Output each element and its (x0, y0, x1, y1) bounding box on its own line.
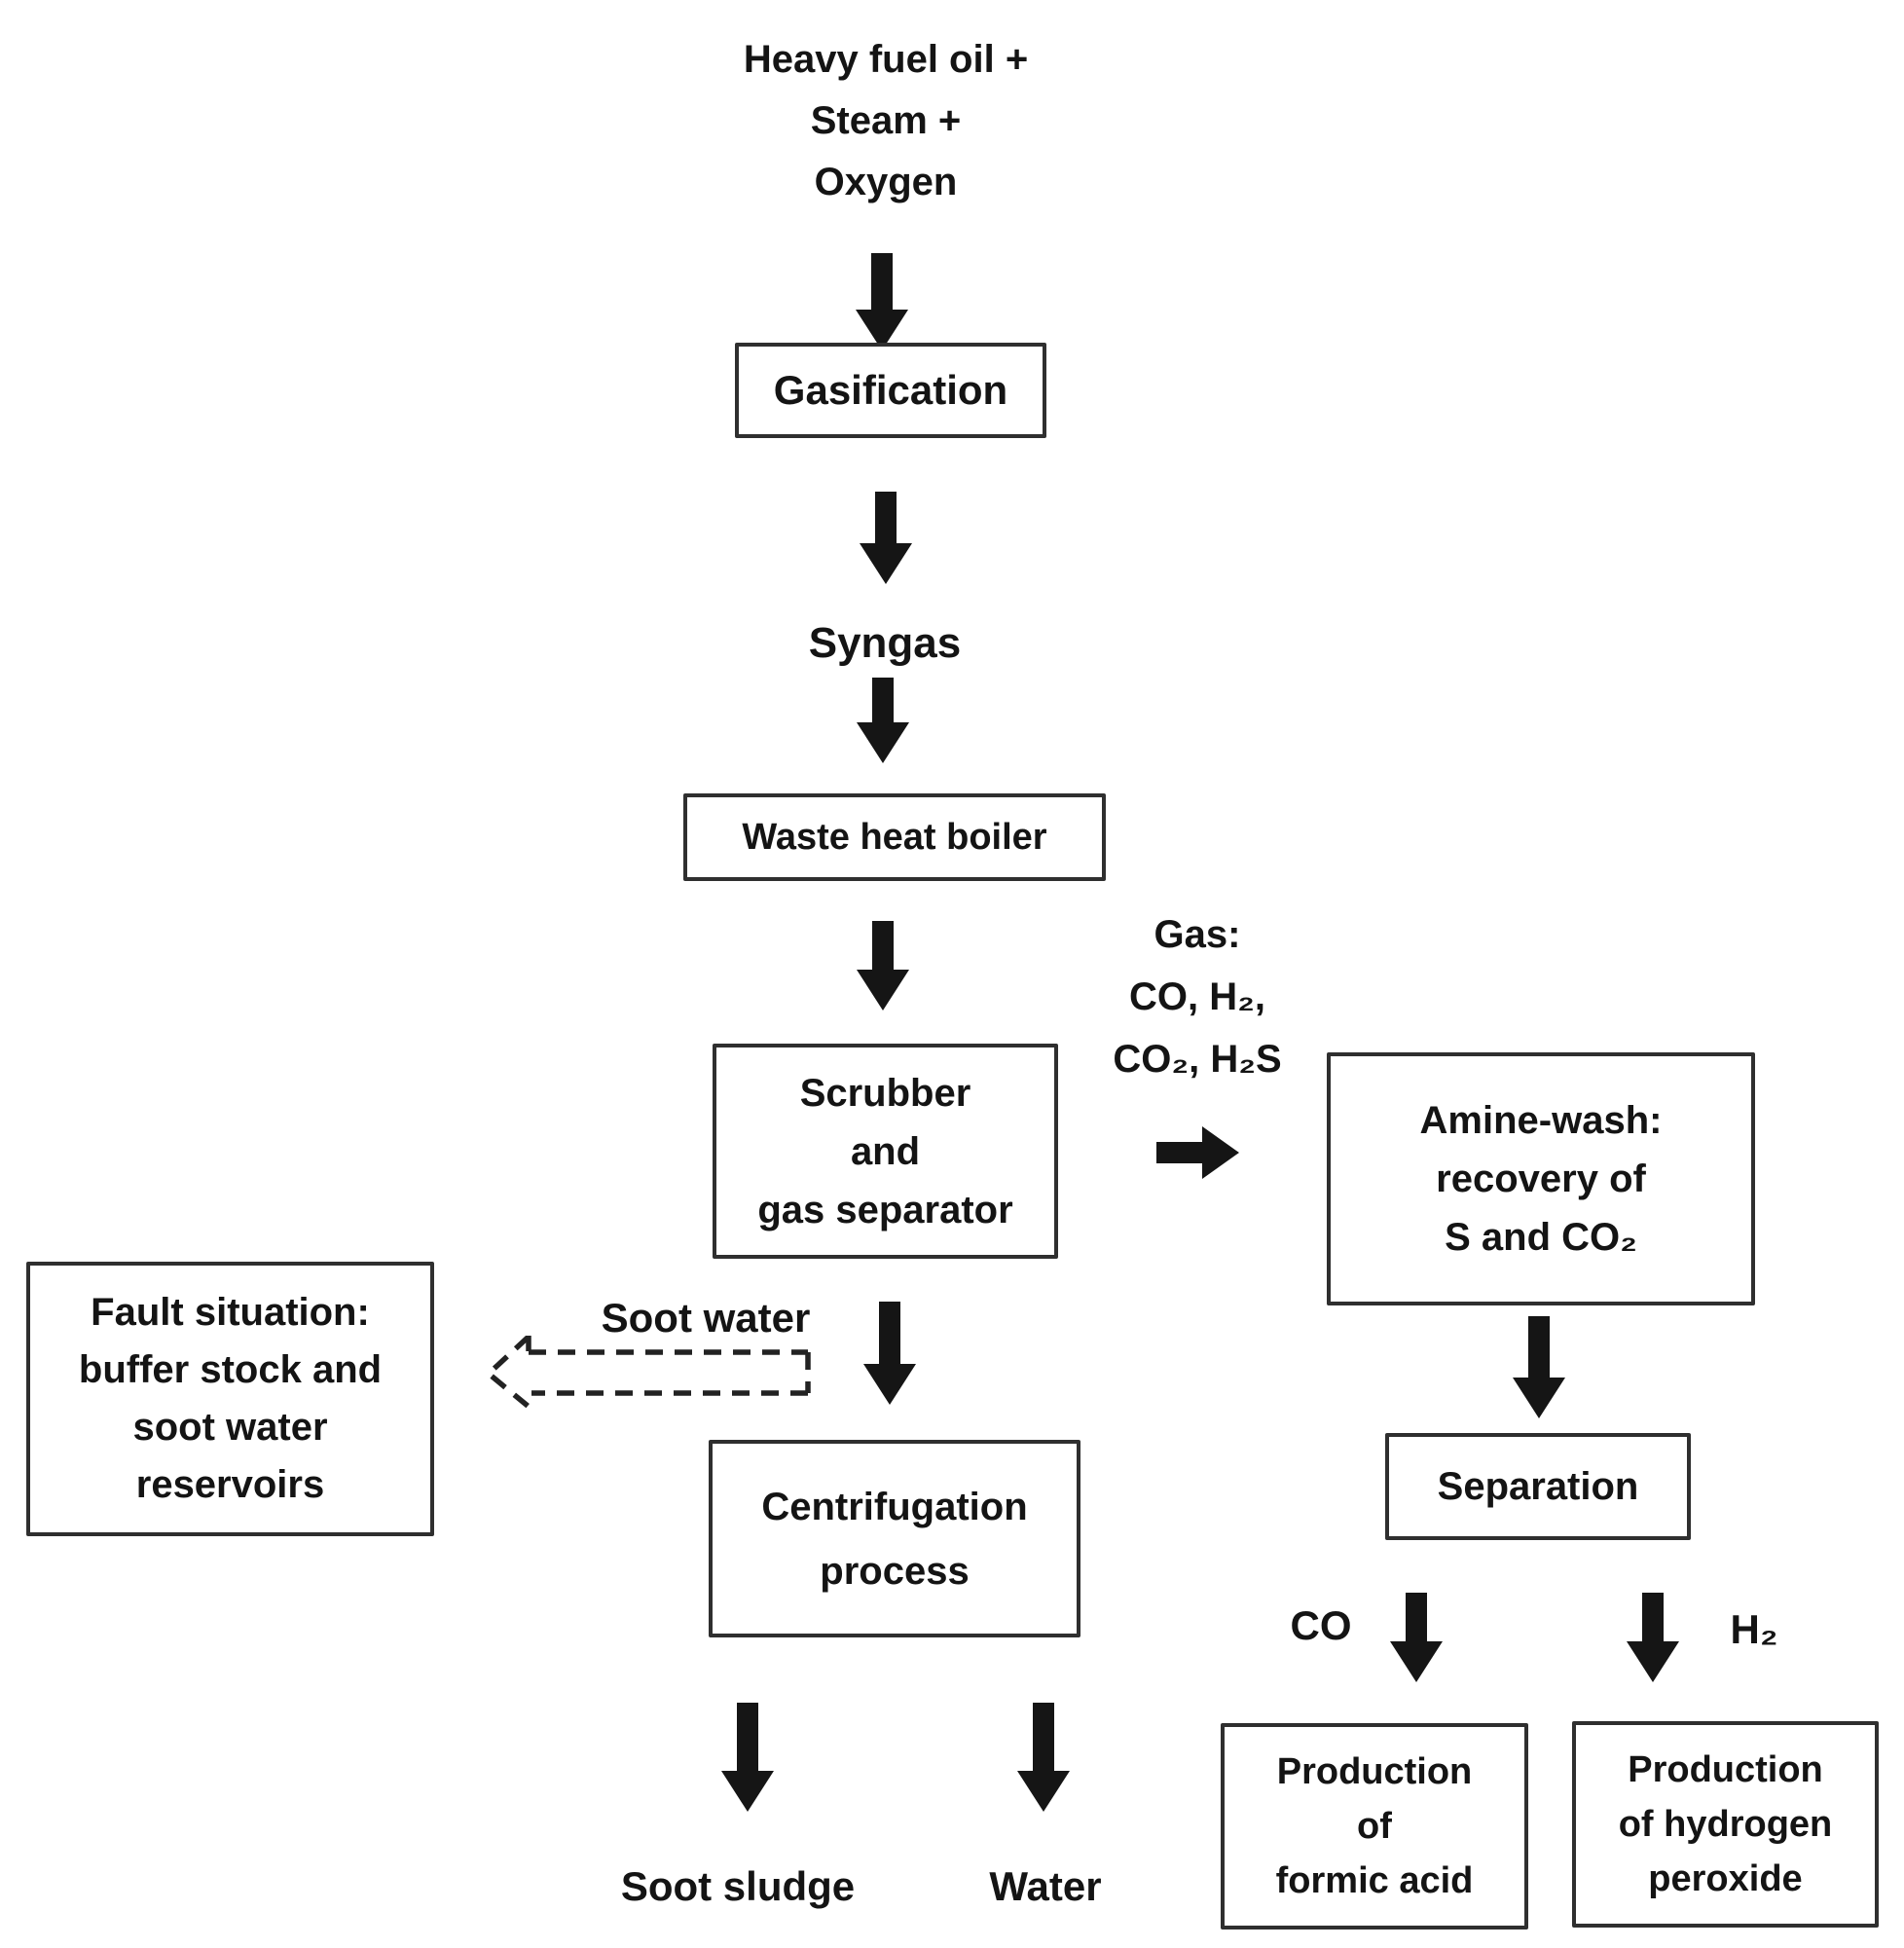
dashed-arrow-icon (485, 1336, 811, 1412)
down-arrow-icon (860, 492, 912, 584)
down-arrow-icon (721, 1703, 774, 1812)
waste-heat-boiler-box: Waste heat boiler (683, 793, 1106, 881)
centrifugation-box: Centrifugation process (709, 1440, 1080, 1637)
gasification-box: Gasification (735, 343, 1046, 438)
down-arrow-icon (1017, 1703, 1070, 1812)
scrubber-box: Scrubber and gas separator (713, 1044, 1058, 1259)
right-arrow-icon (1156, 1126, 1239, 1179)
formic-acid-box: Production of formic acid (1221, 1723, 1528, 1930)
fault-situation-box: Fault situation: buffer stock and soot w… (26, 1262, 434, 1536)
water-label: Water (989, 1863, 1102, 1909)
down-arrow-icon (857, 921, 909, 1011)
down-arrow-icon (1513, 1316, 1565, 1418)
co-label: CO (1290, 1602, 1352, 1648)
down-arrow-icon (863, 1302, 916, 1405)
syngas-label: Syngas (808, 619, 962, 667)
amine-wash-box: Amine-wash: recovery of S and CO₂ (1327, 1052, 1755, 1305)
separation-box: Separation (1385, 1433, 1691, 1540)
soot-water-label: Soot water (601, 1295, 811, 1341)
hydrogen-peroxide-box: Production of hydrogen peroxide (1572, 1721, 1879, 1928)
down-arrow-icon (857, 678, 909, 763)
down-arrow-icon (1390, 1593, 1443, 1682)
inputs-label: Heavy fuel oil + Steam + Oxygen (743, 38, 1029, 203)
gas-composition-label: Gas: CO, H₂, CO₂, H₂S (1113, 913, 1282, 1081)
soot-sludge-label: Soot sludge (620, 1863, 856, 1909)
h2-label: H₂ (1730, 1606, 1778, 1652)
down-arrow-icon (1627, 1593, 1679, 1682)
down-arrow-icon (856, 253, 908, 350)
